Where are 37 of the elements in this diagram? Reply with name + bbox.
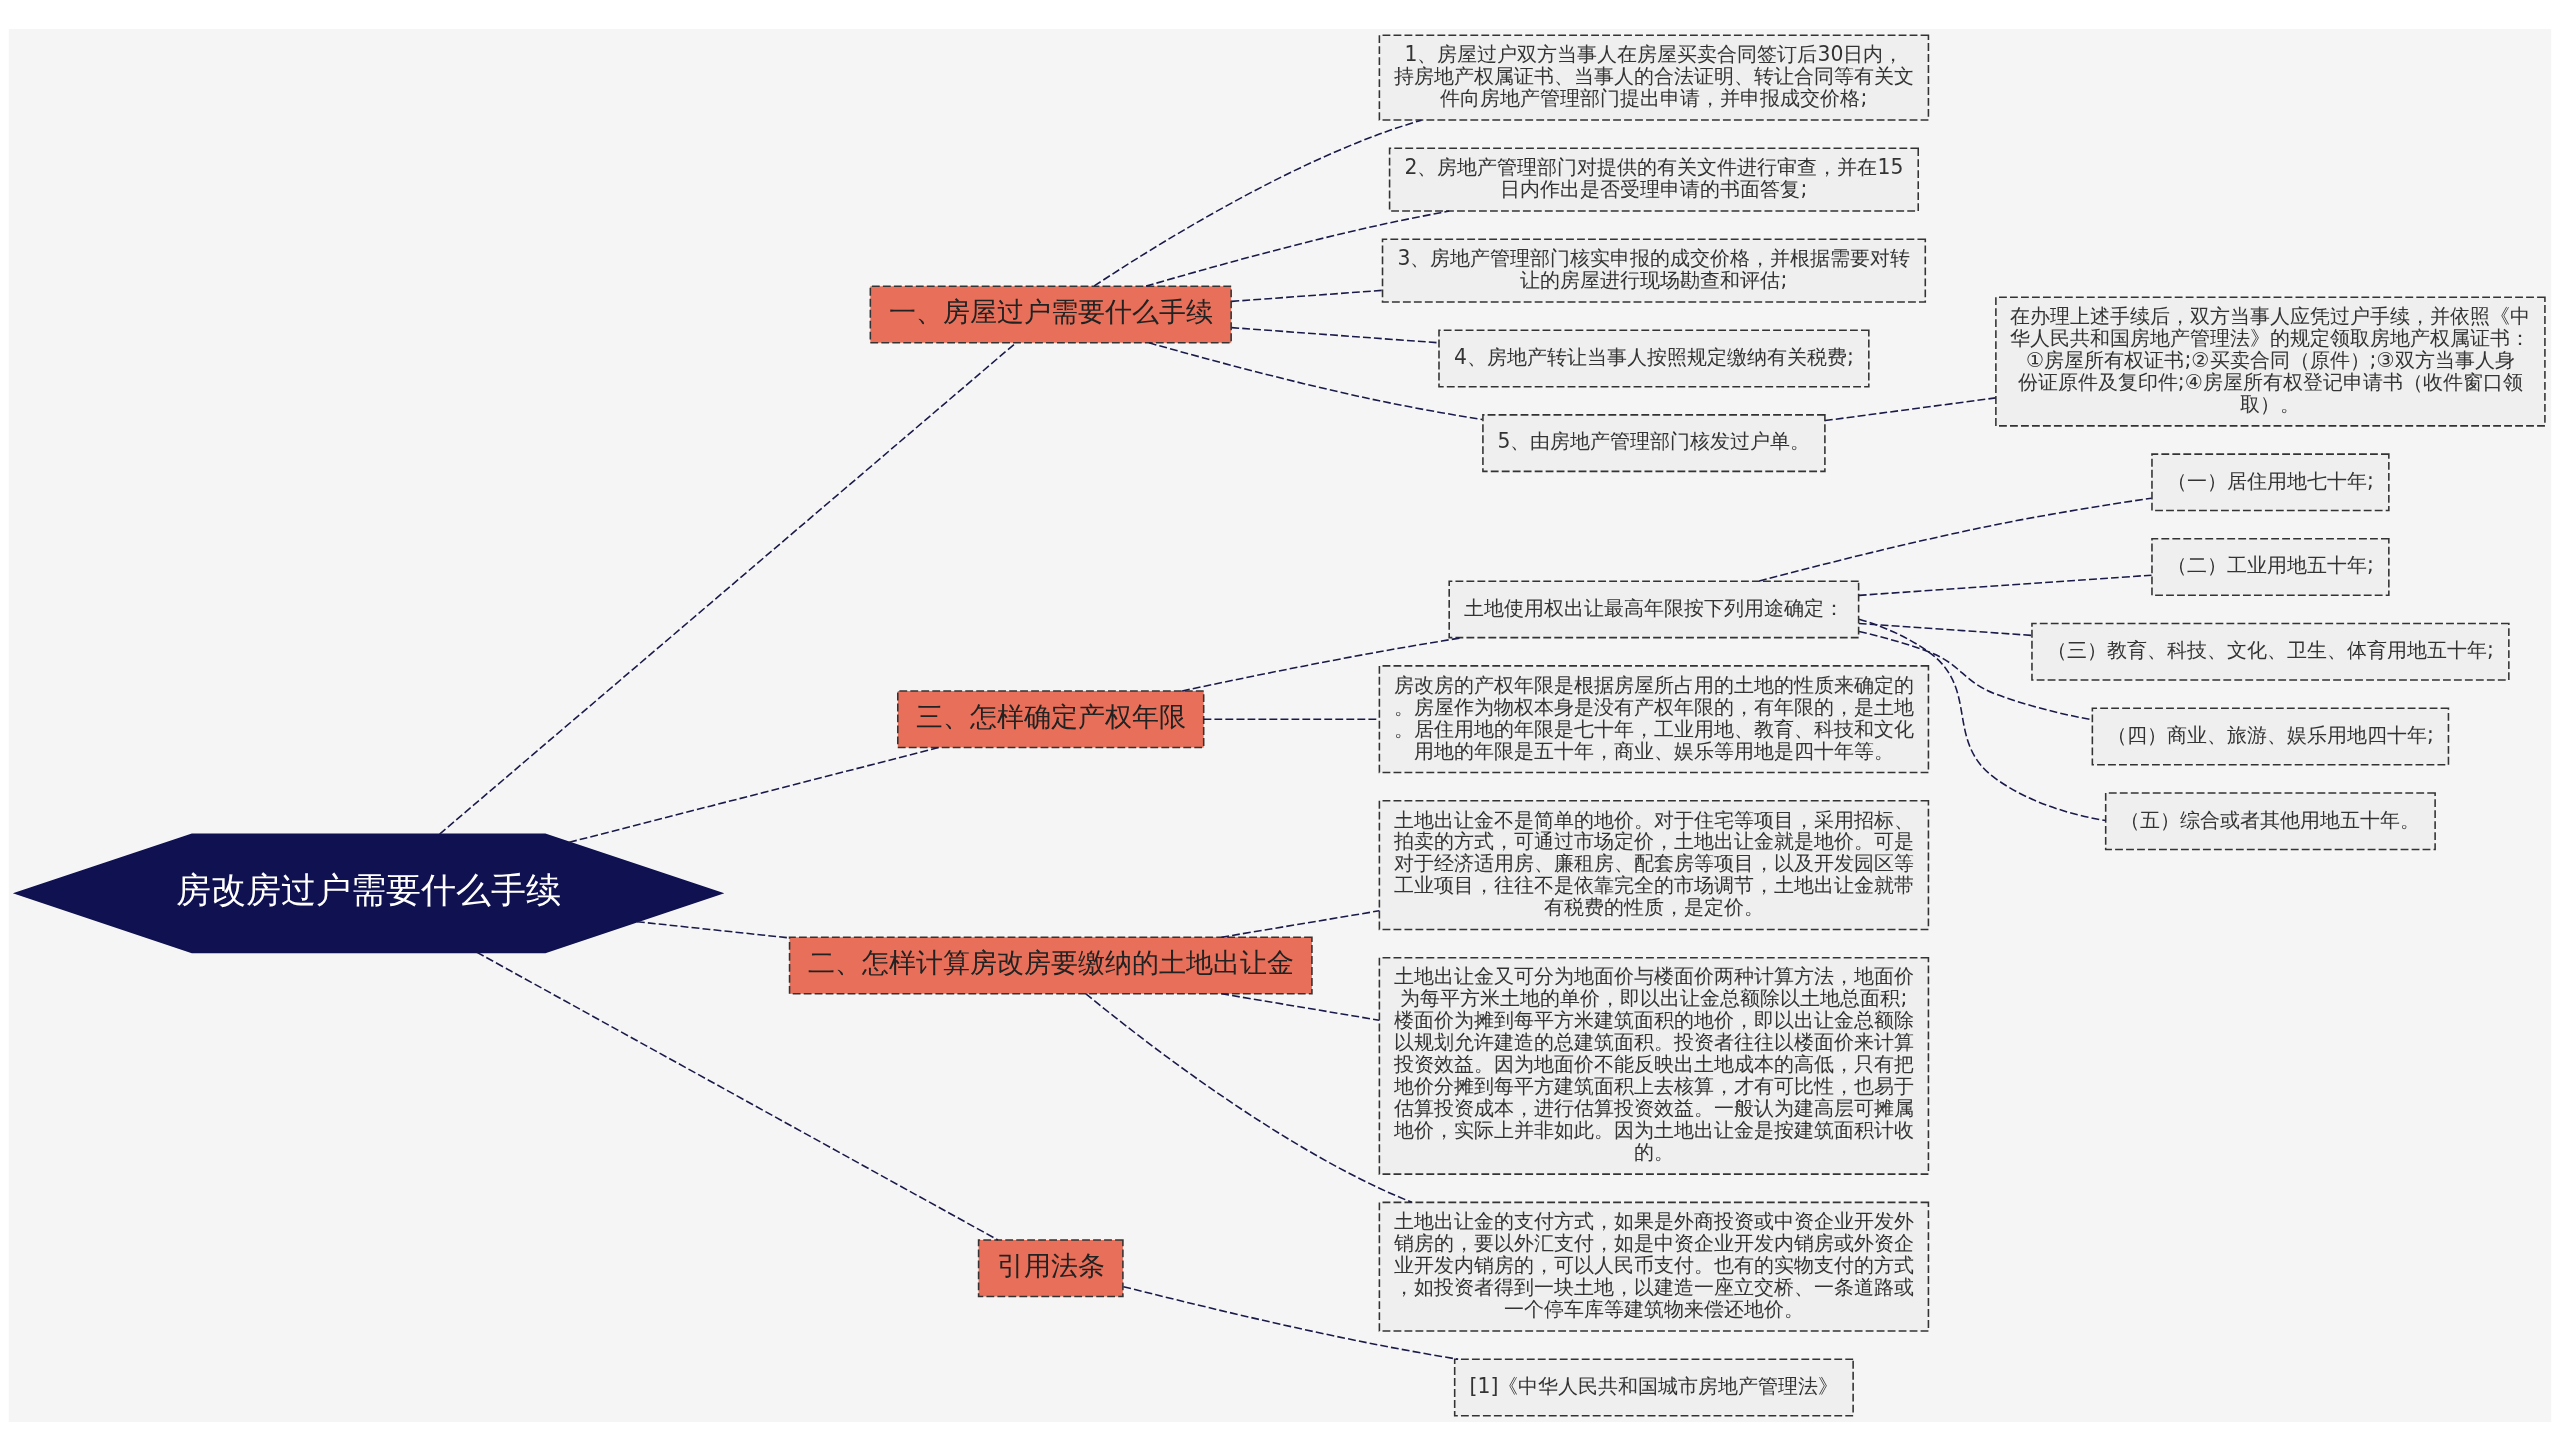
node-box: （二）工业用地五十年;: [2151, 538, 2390, 597]
node-box: 一、房屋过户需要什么手续: [869, 285, 1232, 344]
connector: [1181, 636, 1463, 692]
node-box: [1]《中华人民共和国城市房地产管理法》: [1453, 1358, 1854, 1417]
node-box: 土地出让金不是简单的地价。对于住宅等项目，采用招标、拍卖的方式，可通过市场定价，土地出让金就是地价。可是对于经济适用房、廉租房、配套房等项目，以及开发园区等工业项目，往往不是依靠完全的市场调节，土地出让金就带有税费的性质，是定价。: [1378, 800, 1930, 931]
connector: [1858, 622, 2033, 637]
connector: [438, 342, 1017, 835]
node-box: 4、房地产转让当事人按照规定缴纳有关税费;: [1438, 329, 1870, 388]
connector: [1824, 397, 1997, 422]
node-box: 二、怎样计算房改房要缴纳的土地出让金: [788, 936, 1313, 995]
connector: [1148, 342, 1483, 421]
node-box: 在办理上述手续后，双方当事人应凭过户手续，并依照《中华人民共和国房地产管理法》的规定领取房地产权属证书：①房屋所有权证书;②买卖合同（原件）;③双方当事人身份证原件及复印件;④房屋所有权登记申请书（收件窗口领取）。: [1995, 296, 2546, 427]
connector: [1230, 289, 1384, 303]
node-box: 2、房地产管理部门对提供的有关文件进行审查，并在15日内作出是否受理申请的书面答复;: [1388, 147, 1919, 212]
node-box: 5、由房地产管理部门核发过户单。: [1482, 414, 1826, 473]
node-box: 三、怎样确定产权年限: [897, 690, 1205, 749]
node-box: 土地出让金的支付方式，如果是外商投资或中资企业开发外销房的，要以外汇支付，如是中资企业开发内销房或外资企业开发内销房的，可以人民币支付。也有的实物支付的方式，如投资者得到一块土地，以建造一座立交桥、一条道路或一个停车库等建筑物来偿还地价。: [1378, 1201, 1930, 1332]
connector: [1858, 574, 2153, 597]
connector: [1230, 326, 1440, 344]
node-box: 1、房屋过户双方当事人在房屋买卖合同签订后30日内，持房地产权属证书、当事人的合法证明、转让合同等有关文件向房地产管理部门提出申请，并申报成交价格;: [1378, 34, 1930, 121]
connector: [1758, 497, 2153, 582]
node-box: （三）教育、科技、文化、卫生、体育用地五十年;: [2031, 622, 2510, 681]
node-box: 3、房地产管理部门核实申报的成交价格，并根据需要对转让的房屋进行现场勘查和评估;: [1381, 238, 1927, 303]
connector: [1858, 618, 2107, 822]
connector: [1220, 910, 1380, 938]
node-box: （四）商业、旅游、娱乐用地四十年;: [2091, 707, 2450, 766]
node-box: 引用法条: [977, 1239, 1124, 1298]
connector: [476, 951, 999, 1241]
connector: [568, 746, 940, 844]
connector: [1220, 993, 1380, 1021]
node-box: （一）居住用地七十年;: [2151, 453, 2390, 512]
connector: [1145, 210, 1450, 287]
node-box: 房改房的产权年限是根据房屋所占用的土地的性质来确定的。房屋作为物权本身是没有产权年限的，有年限的，是土地。居住用地的年限是七十年，工业用地、教育、科技和文化用地的年限是五十年，商业、娱乐等用地是四十年等。: [1378, 665, 1930, 774]
connector: [1122, 1285, 1459, 1361]
node-box: 土地使用权出让最高年限按下列用途确定：: [1448, 580, 1860, 639]
node-box: 土地出让金又可分为地面价与楼面价两种计算方法，地面价为每平方米土地的单价，即以出让金总额除以土地总面积;楼面价为摊到每平方米建筑面积的地价，即以出让金总额除以规划允许建造的总建筑面积。投资者往往以楼面价来计算投资效益。因为地面价不能反映出土地成本的高低，只有把地价分摊到每平方建筑面积上去核算，才有可比性，也易于估算投资成本，进行估算投资效益。一般认为建高层可摊属地价，实际上并非如此。因为土地出让金是按建筑面积计收的。: [1378, 956, 1930, 1175]
node-box: （五）综合或者其他用地五十年。: [2104, 792, 2436, 851]
